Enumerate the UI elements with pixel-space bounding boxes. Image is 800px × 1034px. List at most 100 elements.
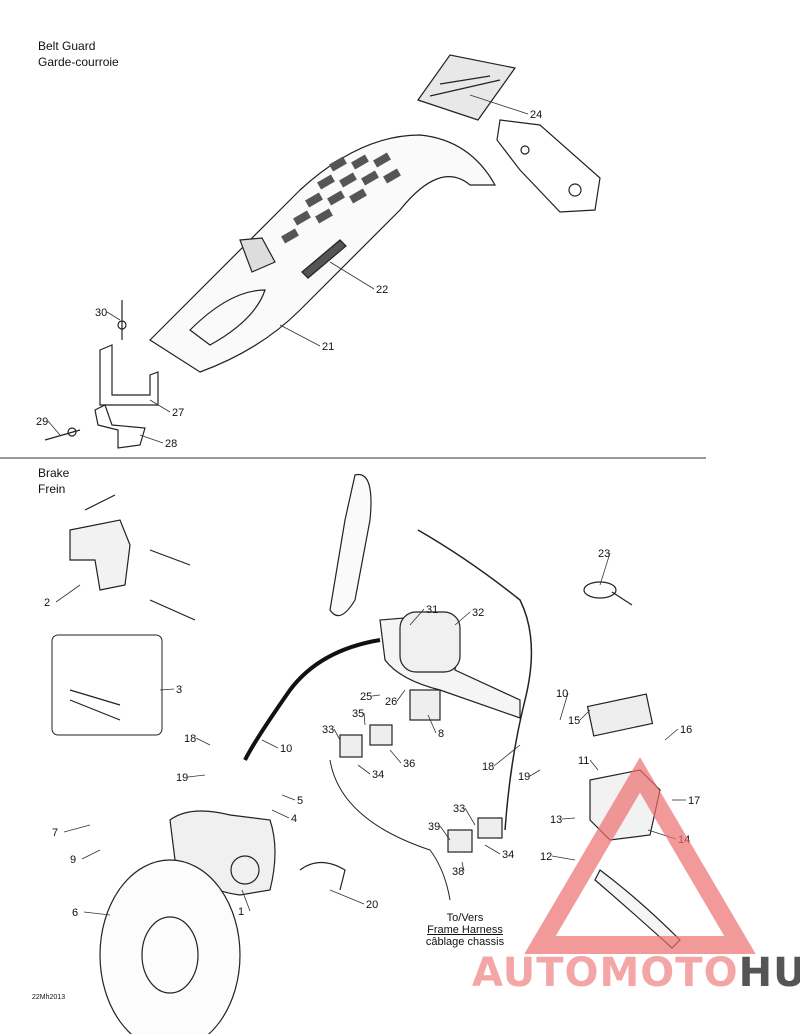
watermark-logo: AUTOMOTOHUB (472, 950, 800, 996)
brake-leader-38 (461, 861, 465, 872)
brake-callout-5: 5 (297, 795, 303, 807)
brake-leader-18 (195, 737, 211, 746)
brake-callout-6: 6 (72, 907, 78, 919)
brake-callout-3: 3 (176, 684, 182, 696)
belt-guard-callout-24: 24 (530, 109, 542, 121)
belt-guard-title-fr: Garde-courroie (38, 55, 119, 69)
brake-leader-10 (559, 692, 569, 721)
brake-leader-6 (83, 911, 111, 916)
frame-harness-note: To/Vers Frame Harness câblage chassis (410, 912, 520, 948)
brake-leader-10 (261, 739, 279, 749)
belt-guard-callout-28: 28 (165, 438, 177, 450)
brake-leader-32 (454, 611, 471, 626)
brake-callout-23: 23 (598, 548, 610, 560)
brake-leader-33 (333, 728, 341, 741)
brake-leader-34 (357, 764, 371, 775)
brake-callout-20: 20 (366, 899, 378, 911)
note-line-2: Frame Harness (427, 924, 503, 936)
brake-leader-5 (281, 794, 296, 801)
brake-leader-13 (561, 817, 576, 820)
brake-leader-23 (599, 552, 611, 586)
watermark-part-1: AUTO (472, 950, 600, 996)
brake-callout-8: 8 (438, 728, 444, 740)
belt-guard-drawing (149, 54, 601, 373)
brake-callout-25: 25 (360, 691, 372, 703)
brake-leader-20 (329, 889, 365, 905)
brake-leader-7 (63, 824, 91, 833)
brake-callout-12: 12 (540, 851, 552, 863)
brake-callout-11: 11 (578, 755, 589, 767)
brake-leader-26 (396, 689, 406, 702)
belt-guard-callout-27: 27 (172, 407, 184, 419)
belt-guard-body (149, 134, 497, 373)
brake-callout-10: 10 (280, 743, 292, 755)
brake-title-en: Brake (38, 466, 70, 480)
brake-callout-7: 7 (52, 827, 58, 839)
brake-callout-2: 2 (44, 597, 50, 609)
brake-leader-35 (363, 712, 366, 726)
brake-leader-1 (241, 889, 251, 912)
brake-leader-4 (271, 809, 290, 819)
brake-callout-19: 19 (518, 771, 530, 783)
brake-callouts: 2 33 1 32 25 26 10 35 33 8 3 6 34 18 19 54 7 9 16 20 23 10 15 1… (44, 548, 700, 919)
brake-callout-18: 18 (184, 733, 196, 745)
brake-callout-15: 15 (568, 715, 580, 727)
brake-callout-16: 16 (680, 724, 692, 736)
belt-guard-leader-21 (279, 324, 321, 347)
brake-callout-31: 31 (426, 604, 438, 616)
brake-leader-9 (81, 849, 101, 860)
belt-guard-callout-29: 29 (36, 416, 48, 428)
guard-bracket (496, 119, 601, 213)
belt-guard-callout-30: 30 (95, 307, 107, 319)
belt-guard-title-en: Belt Guard (38, 39, 96, 53)
brake-drawing (51, 474, 681, 1034)
brake-callout-39: 39 (428, 821, 440, 833)
brake-callout-32: 32 (472, 607, 484, 619)
watermark-triangle (524, 757, 756, 954)
brake-callout-33: 33 (322, 724, 334, 736)
brake-callout-19: 19 (176, 772, 188, 784)
brake-leader-31 (409, 608, 425, 626)
vent-grid (281, 152, 401, 244)
note-line-1: To/Vers (446, 912, 484, 924)
belt-guard-callout-21: 21 (322, 341, 334, 353)
brake-callout-13: 13 (550, 814, 562, 826)
belt-guard-leader-30 (106, 311, 121, 321)
belt-guard-title: Belt Guard Garde-courroie (38, 38, 119, 70)
brake-title-fr: Frein (38, 482, 66, 496)
brake-leader-16 (664, 728, 679, 741)
brake-leader-34 (484, 844, 501, 855)
brake-callout-9: 9 (70, 854, 76, 866)
brake-leader-12 (551, 855, 576, 861)
watermark-part-3: HUB (738, 950, 800, 996)
belt-guard-leader-24 (469, 94, 529, 115)
brake-leader-33 (464, 807, 476, 826)
brake-callout-4: 4 (291, 813, 297, 825)
note-line-3: câblage chassis (425, 936, 505, 948)
brake-callout-18: 18 (482, 761, 494, 773)
brake-leader-18 (493, 744, 521, 767)
brake-leader-19 (187, 774, 206, 778)
brake-callout-33: 33 (453, 803, 465, 815)
brake-leader-11 (589, 759, 599, 771)
brake-callout-34: 34 (372, 769, 384, 781)
brake-callout-1: 1 (238, 906, 244, 918)
guard-mount-brackets (44, 300, 159, 449)
brake-leader-2 (55, 584, 81, 603)
brake-title: Brake Frein (38, 465, 69, 497)
brake-leader-25 (371, 694, 381, 697)
brake-callout-35: 35 (352, 708, 364, 720)
brake-leader-19 (529, 769, 541, 777)
belt-guard-leader-28 (139, 434, 164, 444)
brake-callout-10: 10 (556, 688, 568, 700)
brake-callout-38: 38 (452, 866, 464, 878)
brake-callout-17: 17 (688, 795, 700, 807)
belt-guard-callout-22: 22 (376, 284, 388, 296)
belt-guard-callouts: 24 22 30 21 27 29 28 (36, 94, 542, 450)
belt-guard-leader-27 (149, 399, 171, 413)
brake-leader-3 (159, 688, 175, 691)
brake-callout-26: 26 (385, 696, 397, 708)
brake-leader-8 (427, 714, 437, 734)
